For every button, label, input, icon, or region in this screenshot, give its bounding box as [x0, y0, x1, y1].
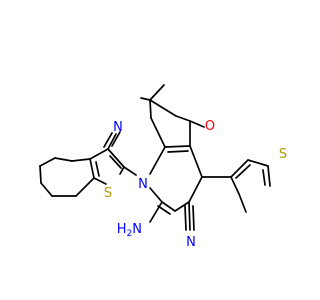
bond [111, 131, 121, 147]
bond [188, 176, 203, 203]
bond [89, 158, 95, 179]
bond [39, 157, 56, 167]
bond [39, 165, 42, 184]
bond [93, 177, 107, 185]
bond [161, 201, 176, 212]
bond [149, 99, 152, 119]
bond [103, 132, 113, 148]
bond [164, 145, 191, 148]
bond [140, 97, 151, 101]
bond [119, 166, 125, 175]
bond [267, 165, 271, 187]
bond [174, 201, 190, 212]
amino-n-label: N [132, 222, 142, 237]
bond [189, 120, 205, 128]
bond [230, 176, 240, 195]
bond [230, 159, 249, 178]
bond [235, 164, 251, 179]
bond [175, 115, 191, 122]
bond [75, 177, 95, 197]
bond [149, 201, 163, 223]
molecule-structure: N S N O S N H2N [39, 84, 287, 250]
bond [54, 157, 73, 162]
bond [238, 193, 247, 213]
bond [71, 158, 91, 162]
bond [107, 133, 117, 150]
bond [95, 161, 100, 177]
bond [107, 148, 125, 168]
bond [123, 166, 137, 176]
thiophene-sulfur-label-left: S [104, 186, 112, 201]
amino-group-label: H2N [117, 222, 142, 239]
amino-h-label: H [117, 222, 127, 237]
bond [109, 155, 122, 169]
bond [167, 150, 189, 153]
bond [149, 146, 166, 175]
bond [157, 205, 171, 215]
bond [189, 145, 203, 178]
thiophene-sulfur-label-right: S [279, 147, 287, 162]
bonds-quinolinone [123, 84, 205, 231]
nitrile-nitrogen-label-left: N [113, 120, 123, 135]
bond [192, 205, 195, 231]
bond [149, 84, 165, 101]
bond [247, 159, 269, 167]
amino-h-subscript: 2 [127, 229, 133, 239]
bond [184, 205, 187, 231]
ketone-oxygen-label: O [205, 119, 215, 134]
atom-labels: N S N O S N H2N [104, 119, 287, 250]
bond [89, 148, 109, 160]
bond [40, 182, 53, 197]
bonds-methylthiophene [201, 159, 271, 213]
bond [188, 201, 191, 231]
nitrile-nitrogen-label-bottom: N [186, 235, 196, 250]
bond [149, 187, 163, 203]
ring-nitrogen-label: N [138, 177, 148, 192]
bond [262, 169, 266, 186]
bond [150, 117, 166, 148]
bonds-cycloheptathiophene [39, 131, 125, 197]
bond [149, 99, 177, 117]
